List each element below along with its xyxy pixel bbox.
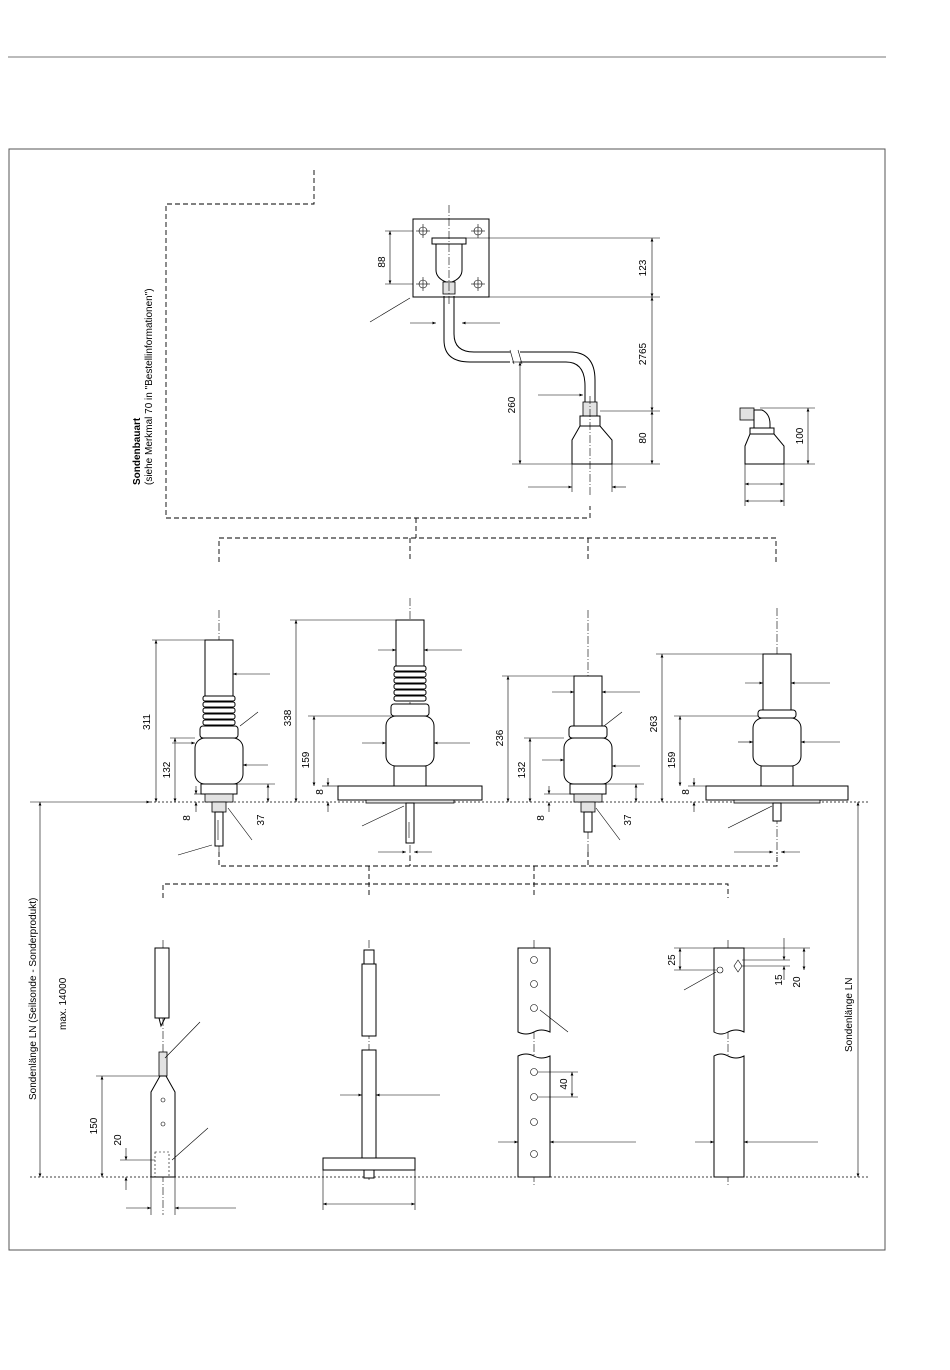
probe-rope-weight: 150 20 — [89, 940, 236, 1215]
process-connection-flange-high-temp: 338 159 8 — [283, 598, 482, 856]
dim-20-right: 20 — [792, 976, 803, 988]
dim-132-right: 132 — [517, 761, 528, 778]
dim-132-left: 132 — [162, 761, 173, 778]
dim-260: 260 — [507, 396, 518, 413]
probe-coax-tube: 25 15 20 — [667, 938, 818, 1185]
dim-37-right: 37 — [623, 814, 634, 826]
sondenbauart-title: Sondenbauart — [132, 417, 143, 485]
process-connection-flange-standard: 263 159 8 — [649, 608, 848, 856]
dim-311: 311 — [142, 714, 153, 730]
dim-8-a: 8 — [182, 815, 193, 821]
dim-80: 80 — [638, 432, 649, 444]
probe-length-left-label: Sondenlänge LN (Seilsonde - Sonderproduk… — [28, 898, 39, 1100]
dim-263: 263 — [649, 715, 660, 732]
probe-length-left-max: max. 14000 — [58, 977, 69, 1030]
probe-bracket — [163, 884, 728, 898]
dim-159-right: 159 — [667, 751, 678, 768]
dim-40: 40 — [559, 1078, 570, 1090]
dim-100: 100 — [795, 427, 806, 444]
dim-88: 88 — [377, 256, 388, 268]
drawing-frame — [9, 149, 885, 1250]
dim-236: 236 — [495, 729, 506, 746]
connection-bracket-top — [219, 538, 776, 562]
dim-8-d: 8 — [681, 789, 692, 795]
dim-159-left: 159 — [301, 751, 312, 768]
dim-338: 338 — [283, 709, 294, 726]
dim-2765: 2765 — [638, 342, 649, 365]
dim-37-left: 37 — [256, 814, 267, 826]
dim-8-c: 8 — [536, 815, 547, 821]
probe-length-right-label: Sondenlänge LN — [844, 977, 855, 1052]
connection-bracket-bottom — [219, 852, 777, 866]
dim-150: 150 — [89, 1117, 100, 1134]
separate-housing-group: 88 123 2765 80 260 100 Sondenbauar — [132, 170, 815, 538]
dim-20-left: 20 — [113, 1134, 124, 1146]
dim-123: 123 — [638, 259, 649, 276]
process-connection-thread-high-temp: 311 132 37 8 — [142, 610, 275, 855]
probe-rod-disc — [323, 940, 440, 1210]
dim-15: 15 — [774, 974, 785, 986]
process-connection-thread-standard: 236 132 37 8 — [495, 610, 644, 852]
dim-8-b: 8 — [315, 789, 326, 795]
probe-coax-perforated: 40 — [498, 940, 636, 1185]
dim-25: 25 — [667, 954, 678, 966]
sondenbauart-subtitle: (siehe Merkmal 70 in "Bestellinformation… — [144, 288, 155, 485]
